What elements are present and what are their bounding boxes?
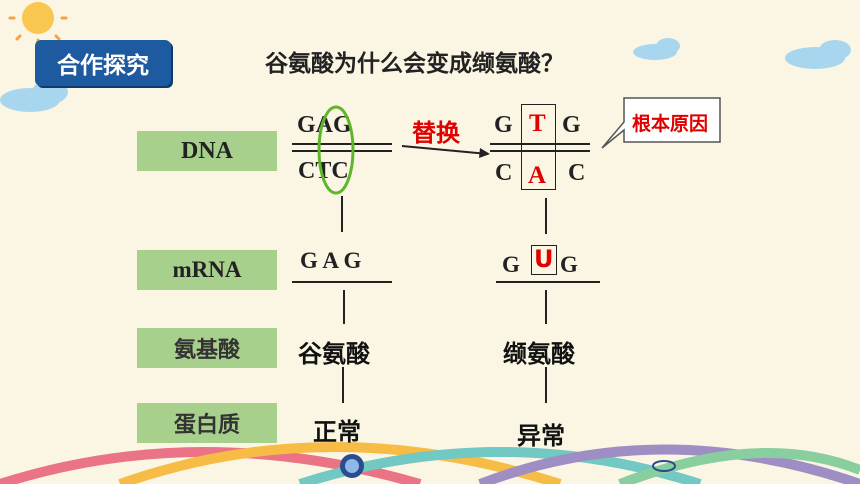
mutant-dna-strand-line-1 xyxy=(490,143,590,145)
label-mrna: mRNA xyxy=(137,250,277,290)
school-logo xyxy=(340,454,364,478)
mutant-dna-top-changed: T xyxy=(529,110,546,137)
mutant-dna-strand-line-2 xyxy=(490,150,590,152)
highlight-ellipse xyxy=(317,105,355,195)
mutant-dna-top: G xyxy=(494,112,513,138)
normal-protein: 正常 xyxy=(313,418,361,446)
connector-line xyxy=(545,290,547,324)
callout-bubble xyxy=(601,97,721,149)
connector-line xyxy=(341,196,343,232)
cloud-icon xyxy=(0,38,851,112)
normal-dna-strand-line-1 xyxy=(292,143,392,145)
mutant-dna-top-end: G xyxy=(562,112,581,138)
swirl-icon xyxy=(652,460,676,472)
rainbow-swirl xyxy=(0,442,860,484)
label-protein: 蛋白质 xyxy=(137,403,277,443)
connector-line xyxy=(545,367,547,403)
connector-line xyxy=(343,290,345,324)
normal-dna-strand-line-2 xyxy=(292,150,392,152)
page-question: 谷氨酸为什么会变成缬氨酸？ xyxy=(265,51,564,77)
substitution-label: 替换 xyxy=(412,119,460,147)
mutant-amino-acid: 缬氨酸 xyxy=(503,340,575,368)
label-dna: DNA xyxy=(137,131,277,171)
connector-line xyxy=(342,367,344,403)
section-tag: 合作探究 xyxy=(35,40,171,86)
label-amino-acid: 氨基酸 xyxy=(137,328,277,368)
arrow-right-icon xyxy=(401,145,490,158)
mutant-protein: 异常 xyxy=(517,422,565,450)
mutant-mrna-start: G xyxy=(502,252,520,277)
callout-text: 根本原因 xyxy=(632,113,709,135)
normal-amino-acid: 谷氨酸 xyxy=(298,340,370,368)
mutation-box xyxy=(531,245,557,275)
mutant-mrna-changed: U xyxy=(534,245,554,273)
mutant-dna-bottom-end: C xyxy=(568,160,586,186)
mutant-mrna-end: G xyxy=(560,252,578,277)
connector-line xyxy=(545,198,547,234)
mutant-dna-bottom: C xyxy=(495,160,513,186)
mutation-box xyxy=(521,104,556,190)
normal-mrna-line xyxy=(292,281,392,283)
mutant-dna-bottom-changed: A xyxy=(528,162,547,189)
mutant-mrna-line xyxy=(496,281,600,283)
sun-icon xyxy=(8,2,68,46)
normal-mrna: G A G xyxy=(300,248,362,273)
normal-dna-bottom: CTC xyxy=(298,158,349,184)
